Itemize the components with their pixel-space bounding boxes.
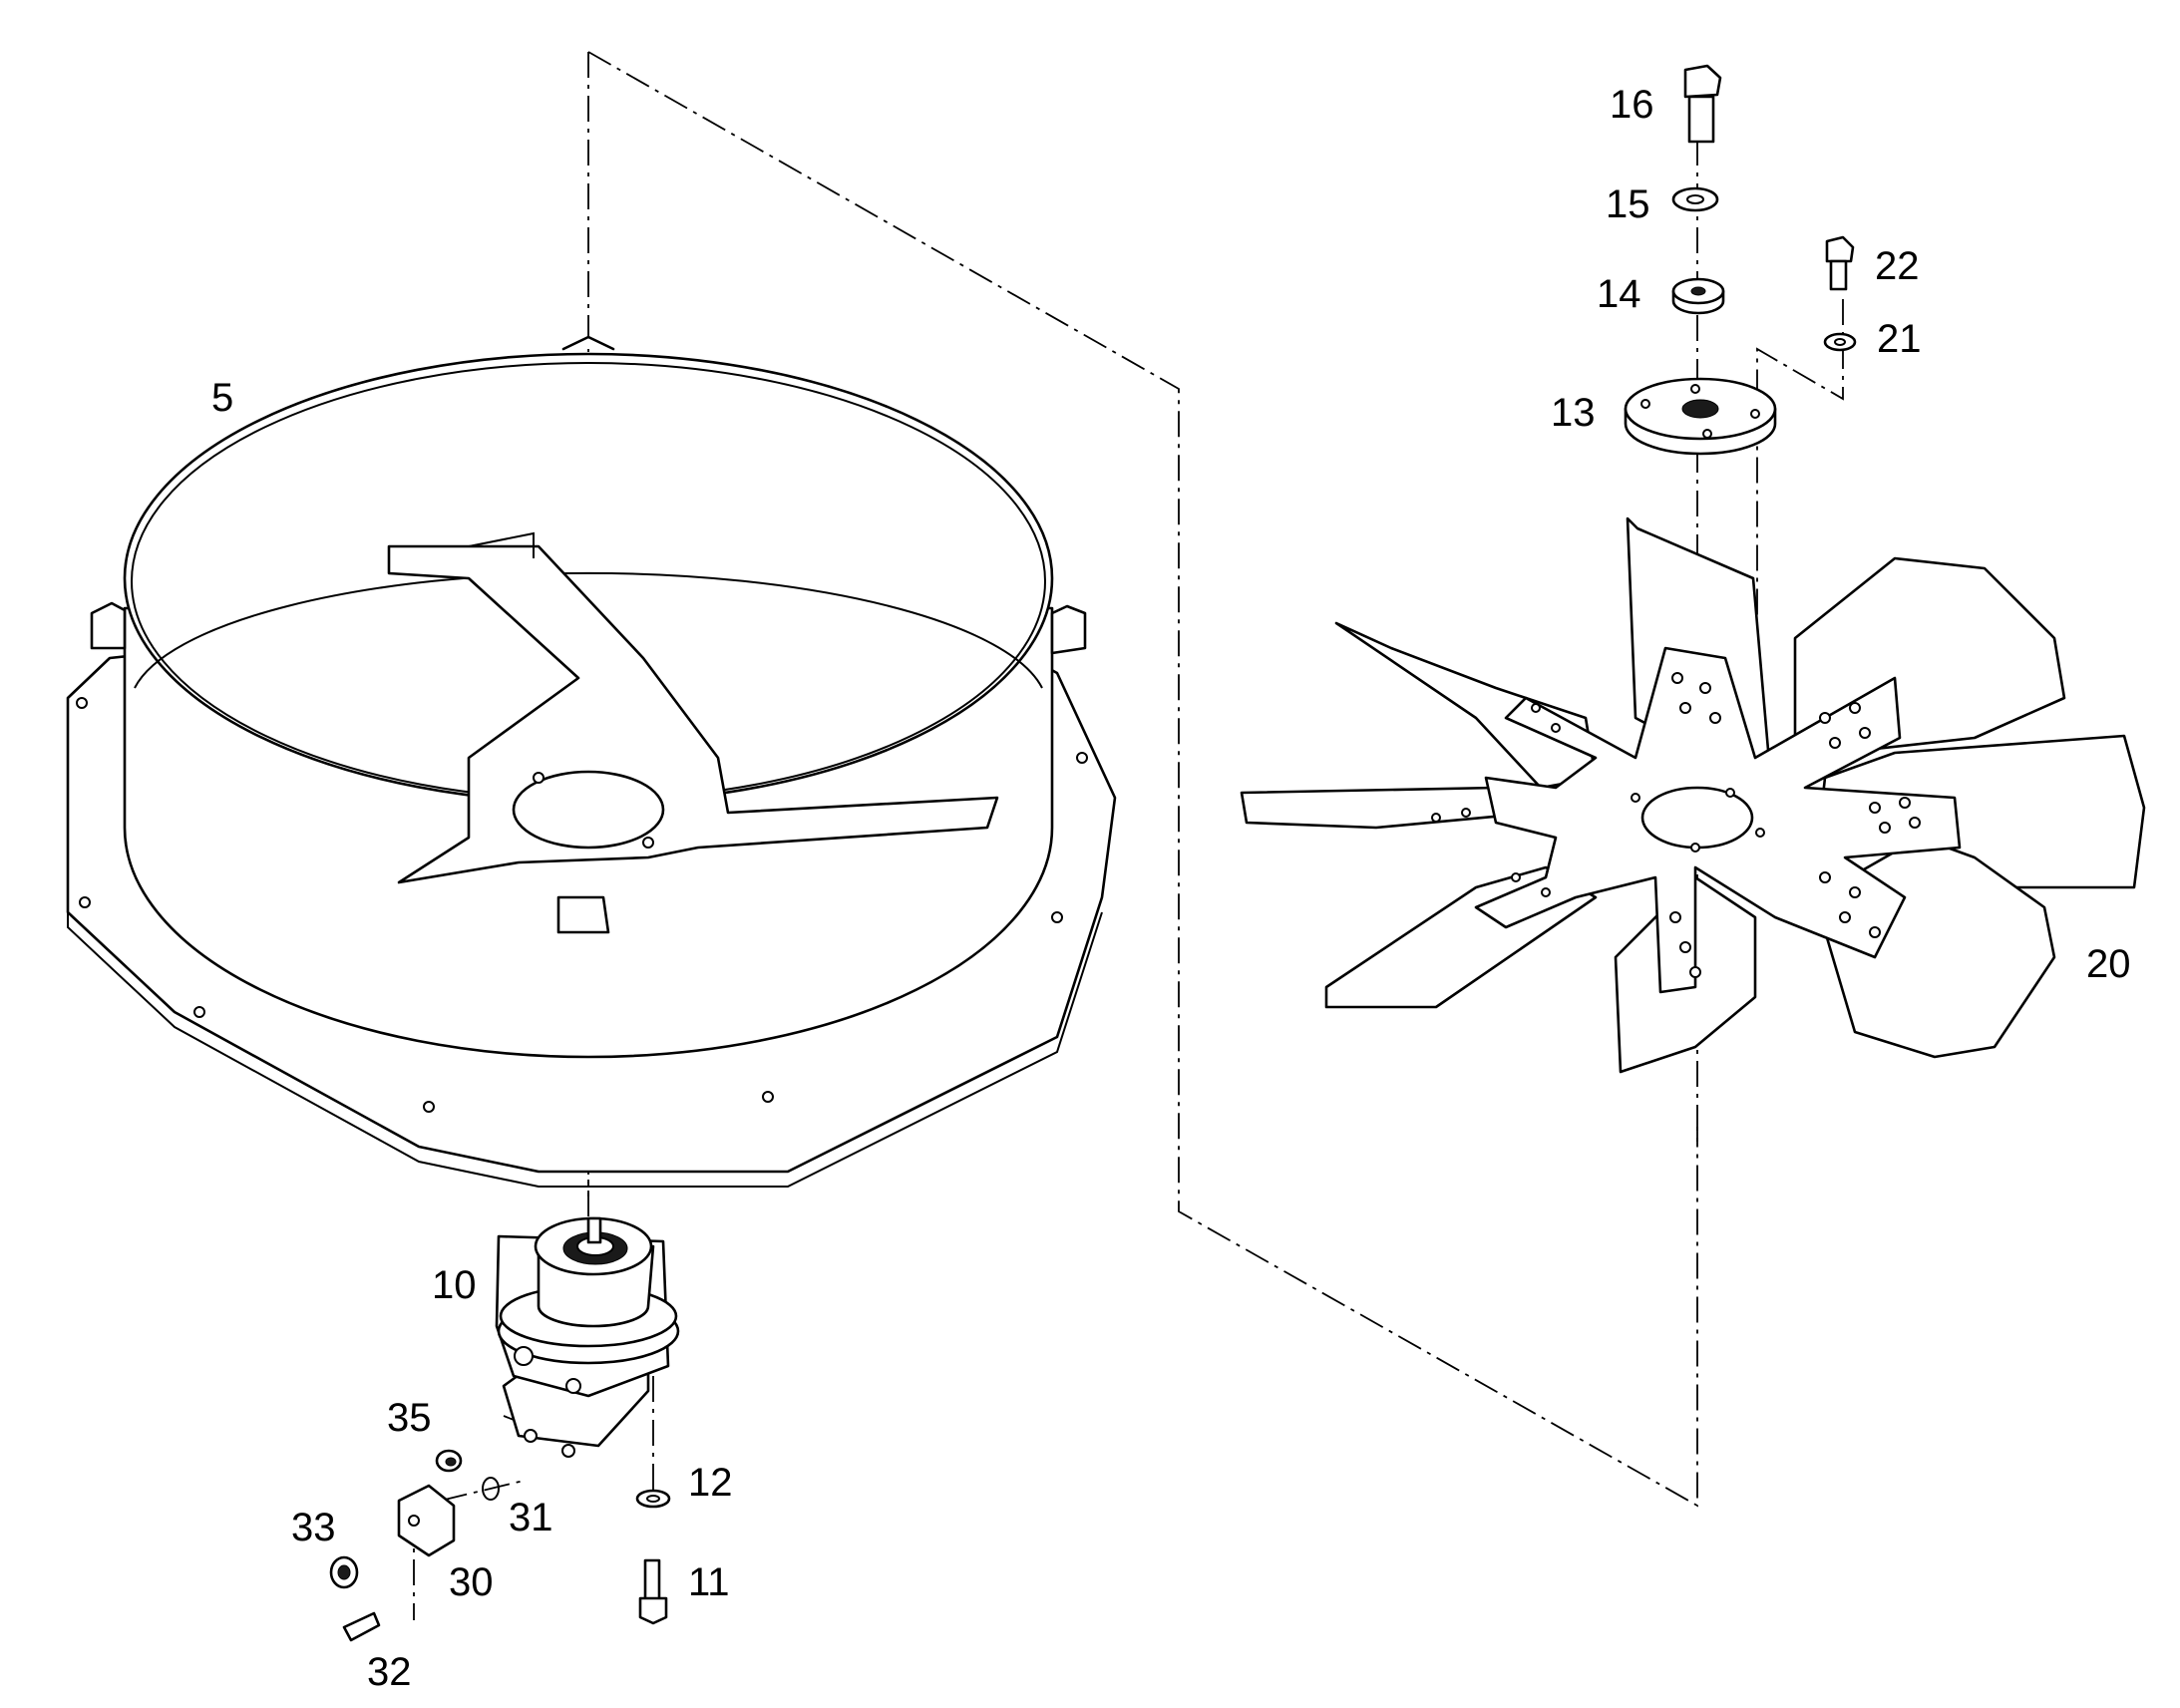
label-part-13: 13: [1551, 391, 1596, 435]
label-part-5: 5: [211, 376, 233, 420]
bolt-11-head: [638, 1596, 668, 1625]
washer-15-hole: [1686, 194, 1704, 204]
motor-bolt-hole: [565, 1378, 581, 1394]
shroud-hub-bolt-hole: [533, 772, 545, 784]
fitting-35-core: [445, 1457, 457, 1467]
label-part-33: 33: [291, 1506, 336, 1549]
label-part-20: 20: [2086, 942, 2131, 986]
hub-hardware: [1624, 64, 1857, 456]
shroud-inner-floor: [134, 571, 1043, 689]
fan-blade: [1334, 621, 1598, 790]
label-part-35: 35: [387, 1396, 432, 1440]
plate-hole: [1051, 911, 1063, 923]
bolt-11-shank: [643, 1558, 661, 1602]
fan-center-hole: [1640, 786, 1754, 850]
label-part-10: 10: [432, 1263, 477, 1307]
label-part-12: 12: [688, 1461, 733, 1505]
plate-hole: [76, 697, 88, 709]
part-labels: 5 10 11 12 13 14 15 16 20 21 22 30 31 32…: [211, 83, 2131, 1694]
shroud-plate-edge: [67, 911, 1103, 1188]
plate-hole: [79, 896, 91, 908]
hub-plate-13-hole: [1750, 409, 1760, 419]
motor-port-hole: [524, 1429, 538, 1443]
label-part-14: 14: [1597, 272, 1641, 316]
label-part-30: 30: [449, 1560, 494, 1604]
shroud-hub-bolt-hole: [642, 837, 654, 849]
spacer-14-hole: [1690, 286, 1706, 296]
label-part-16: 16: [1610, 83, 1654, 127]
plate-hole: [762, 1091, 774, 1103]
flange-30-hole: [408, 1515, 420, 1527]
plate-hole: [193, 1006, 205, 1018]
shroud-spider-top: [468, 531, 535, 558]
label-part-32: 32: [367, 1650, 412, 1694]
bolt-22-shank: [1829, 259, 1848, 291]
fan-shroud: [66, 335, 1117, 1188]
shroud-tab-bottom: [556, 895, 610, 934]
label-part-21: 21: [1877, 317, 1922, 361]
bolt-22-head: [1825, 235, 1855, 263]
fitting-33-core: [337, 1564, 351, 1580]
port-fittings: [329, 1449, 500, 1642]
hub-plate-13-hole: [1702, 429, 1712, 439]
shroud-tab-right: [1050, 604, 1087, 655]
motor-port-hole: [561, 1444, 575, 1458]
motor-bolt-hole: [514, 1346, 534, 1366]
shroud-tab-left: [90, 601, 127, 650]
shroud-hub-hole: [512, 770, 665, 850]
hydraulic-motor: [495, 1216, 680, 1458]
plate-hole: [423, 1101, 435, 1113]
plate-hole: [1076, 752, 1088, 764]
label-part-15: 15: [1606, 182, 1650, 226]
bolt-11-assembly: [635, 1489, 671, 1625]
label-part-31: 31: [509, 1496, 553, 1539]
shroud-tab-top: [561, 335, 615, 351]
flange-30: [397, 1484, 456, 1557]
washer-21-hole: [1834, 338, 1846, 346]
hub-plate-13-hole: [1640, 399, 1650, 409]
label-part-11: 11: [688, 1560, 730, 1604]
oring-31: [482, 1477, 500, 1501]
washer-12-hole: [646, 1495, 660, 1503]
hub-plate-13-hole: [1690, 384, 1700, 394]
bolt-32: [342, 1611, 381, 1642]
label-part-22: 22: [1875, 244, 1920, 288]
bolt-16-head: [1683, 64, 1722, 99]
fan-rivets: [1431, 672, 1921, 978]
hub-plate-13-center: [1681, 399, 1719, 419]
fan-blade-assembly: [1240, 516, 2146, 1074]
bolt-16-shank: [1687, 95, 1715, 144]
assembly-plane-outline: [587, 51, 1698, 1508]
motor-shaft: [586, 1216, 602, 1244]
